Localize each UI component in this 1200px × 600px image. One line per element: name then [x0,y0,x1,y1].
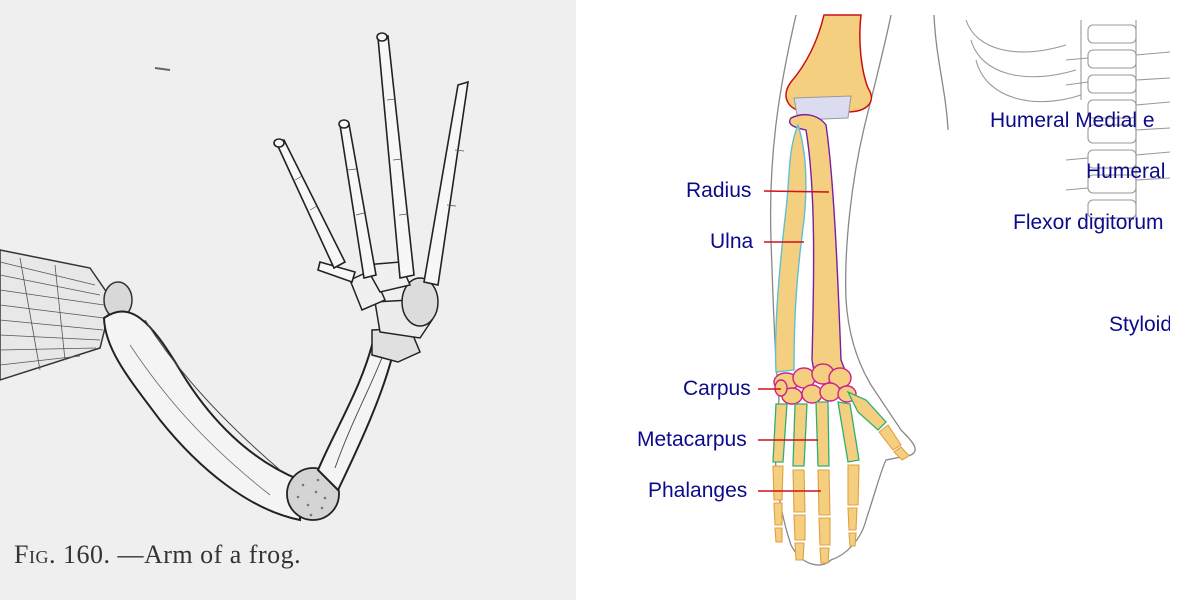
label-flexor-digitorum: Flexor digitorum [1013,211,1164,234]
caption-text: 160. —Arm of a frog. [62,540,302,569]
ulna-bone [774,122,807,373]
frog-radio-ulna [316,344,397,492]
human-arm-clip: Radius Ulna Carpus Metacarpus Phalanges … [576,0,1170,600]
shoulder-muscle [0,249,113,381]
arm-skin-outline [769,14,916,566]
label-humeral-medial: Humeral Medial e [990,109,1155,132]
rib-cage [965,19,1170,220]
label-leader-lines [758,190,830,492]
label-humeral: Humeral [1086,160,1166,183]
label-radius: Radius [686,179,752,202]
frog-arm-illustration [0,32,469,522]
label-metacarpus: Metacarpus [637,428,747,451]
label-carpus: Carpus [683,377,751,400]
elbow-joint [286,467,340,521]
label-ulna: Ulna [710,230,754,253]
caption-fig-prefix: Fig. [14,540,56,569]
label-phalanges: Phalanges [648,479,748,502]
metacarpal-bones [772,390,887,467]
label-styloid: Styloid [1109,313,1170,336]
frog-carpals [349,261,439,363]
radius-leader [763,190,830,193]
frog-digits [273,32,469,286]
frog-arm-figure: Fig. 160. —Arm of a frog. [0,0,576,600]
phalanx-bones [772,424,910,564]
frog-humerus [102,310,301,522]
human-arm-illustration [758,14,1170,566]
frog-figure-caption: Fig. 160. —Arm of a frog. [14,540,301,570]
human-arm-figure: Radius Ulna Carpus Metacarpus Phalanges … [576,0,1200,600]
